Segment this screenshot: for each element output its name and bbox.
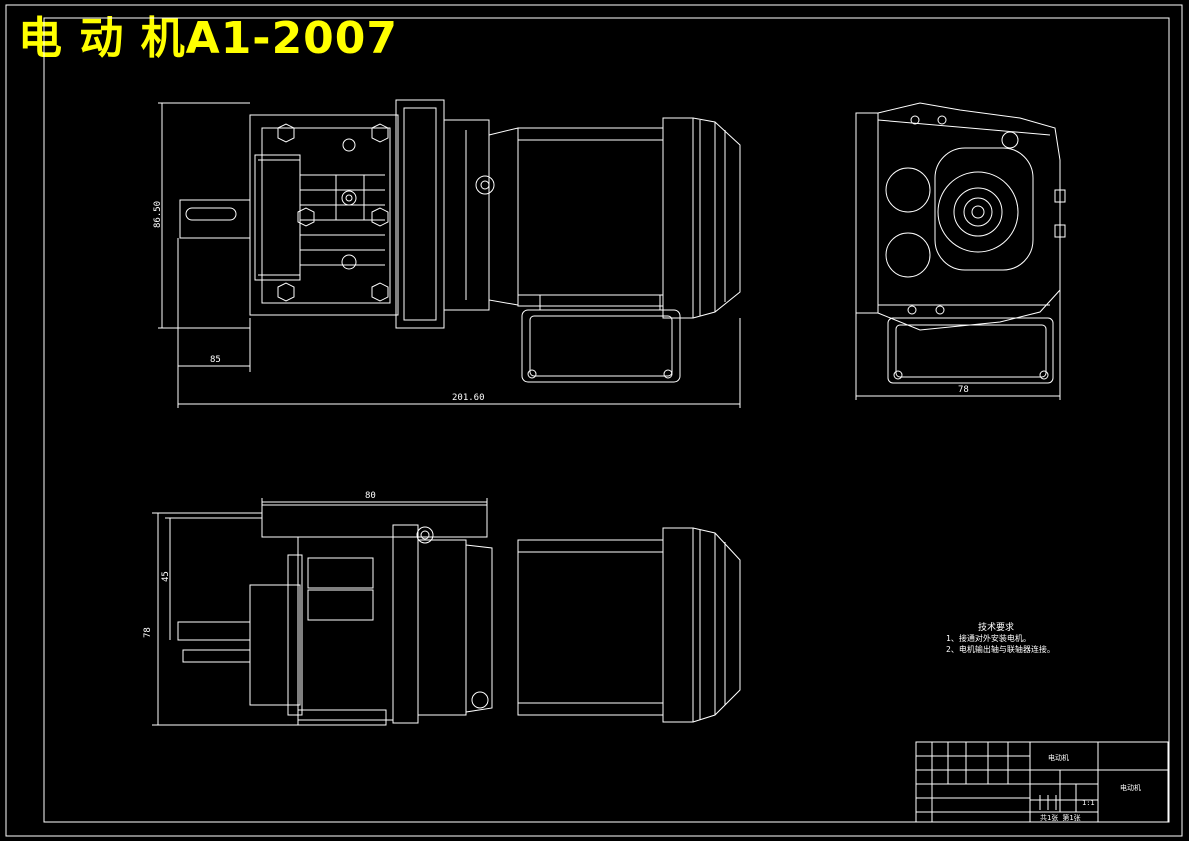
- front-view: [158, 99, 741, 408]
- top-view: [152, 498, 741, 726]
- title-block-scale: 1:1: [1082, 799, 1095, 807]
- dim-overall-length: 201.60: [452, 393, 485, 403]
- notes-heading: 技术要求: [978, 621, 1014, 633]
- title-block-sheet: 共1张 第1张: [1040, 813, 1081, 822]
- outer-border: [5, 4, 1183, 837]
- dim-shaft-length: 85: [210, 355, 221, 365]
- title-block-drawing-name: 电动机: [1048, 753, 1069, 762]
- inner-border: [43, 17, 1170, 823]
- dim-side-width: 78: [958, 385, 969, 395]
- dim-top-inner: 45: [161, 571, 171, 582]
- dim-top-height: 78: [143, 627, 153, 638]
- drawing-title: 电 动 机A1-2007: [18, 13, 399, 64]
- side-view: [855, 102, 1066, 400]
- dim-front-height: 86.50: [153, 201, 163, 228]
- note-item-2: 2、电机输出轴与联轴器连接。: [946, 644, 1055, 654]
- title-block-part-label: 电动机: [1120, 783, 1141, 792]
- dim-top-width: 80: [365, 491, 376, 501]
- note-item-1: 1、接通对外安装电机。: [946, 633, 1031, 643]
- title-block: [915, 741, 1169, 823]
